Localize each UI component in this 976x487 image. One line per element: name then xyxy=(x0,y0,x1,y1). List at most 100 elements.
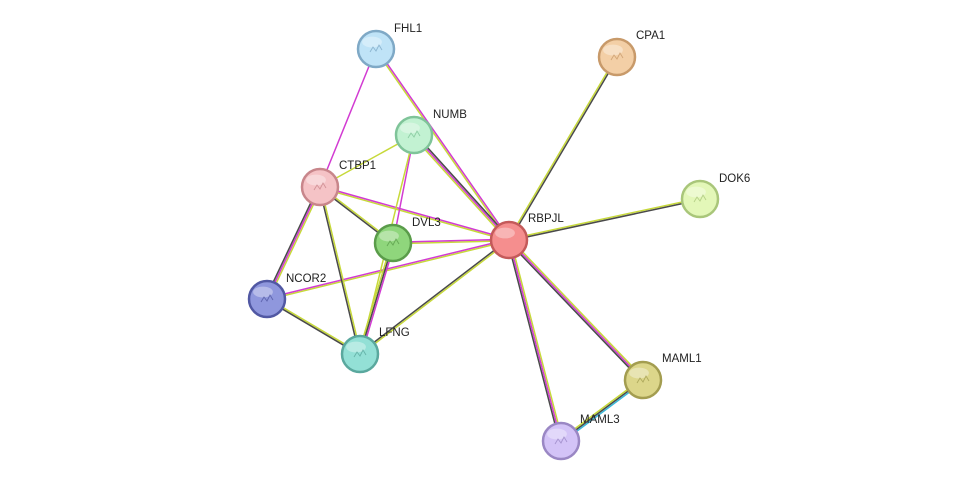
node-circle xyxy=(623,360,663,400)
node-sheen xyxy=(629,367,649,379)
edge-rbpjl-dvl3[interactable] xyxy=(392,238,510,245)
node-circle xyxy=(489,220,529,260)
node-label: DVL3 xyxy=(412,217,441,229)
edge-rbpjl-ctbp1[interactable] xyxy=(319,185,510,242)
protein-structure-icon xyxy=(407,130,421,139)
edge-strand xyxy=(412,135,509,242)
edge-strand xyxy=(509,238,564,442)
edge-strand xyxy=(508,239,644,381)
edge-strand xyxy=(392,238,510,243)
edge-strand xyxy=(357,241,393,355)
node-circle xyxy=(680,179,720,219)
edge-strand xyxy=(509,238,645,380)
edge-strand xyxy=(360,242,396,356)
node-label: FHL1 xyxy=(394,23,422,35)
node-circle xyxy=(300,167,340,207)
node-circle xyxy=(597,37,637,77)
node-circle xyxy=(356,29,396,69)
edge-strand xyxy=(319,185,510,240)
node-sheen xyxy=(400,122,420,134)
node-sheen xyxy=(603,44,623,56)
edge-strand xyxy=(508,199,701,242)
protein-structure-icon xyxy=(313,182,327,191)
edge-strand xyxy=(267,186,323,301)
node-numb[interactable]: NUMB xyxy=(394,109,467,155)
edge-rbpjl-fhl1[interactable] xyxy=(374,47,511,242)
protein-structure-icon xyxy=(260,294,274,303)
node-rbpjl[interactable]: RBPJL xyxy=(489,213,564,260)
edge-rbpjl-cpa1[interactable] xyxy=(507,55,619,242)
node-circle xyxy=(394,115,434,155)
edge-strand xyxy=(266,238,510,299)
node-ncor2[interactable]: NCOR2 xyxy=(247,273,326,319)
node-sheen xyxy=(495,227,515,239)
node-dvl3[interactable]: DVL3 xyxy=(373,217,441,263)
edge-strand xyxy=(508,197,701,240)
node-sheen xyxy=(547,428,567,440)
protein-structure-icon xyxy=(610,52,624,61)
node-dok6[interactable]: DOK6 xyxy=(680,173,750,219)
node-sheen xyxy=(306,174,326,186)
node-sheen xyxy=(362,36,382,48)
edge-strand xyxy=(359,239,511,356)
node-sheen xyxy=(379,230,399,242)
edge-strand xyxy=(508,239,562,442)
edge-strand xyxy=(319,48,377,188)
node-label: MAML1 xyxy=(662,353,702,365)
edge-rbpjl-maml1[interactable] xyxy=(507,238,645,382)
edge-strand xyxy=(319,187,510,242)
edge-strand xyxy=(266,240,510,301)
node-label: RBPJL xyxy=(528,213,564,225)
edge-strand xyxy=(506,239,561,443)
node-circle xyxy=(340,334,380,374)
node-maml1[interactable]: MAML1 xyxy=(623,353,702,400)
node-cpa1[interactable]: CPA1 xyxy=(597,30,665,77)
edge-strand xyxy=(318,186,360,355)
edge-strand xyxy=(266,186,321,300)
edge-rbpjl-maml3[interactable] xyxy=(506,238,564,443)
node-label: MAML3 xyxy=(580,414,620,426)
edge-fhl1-ctbp1[interactable] xyxy=(319,48,377,188)
edge-strand xyxy=(413,134,510,241)
edge-rbpjl-lfng[interactable] xyxy=(358,238,511,356)
node-label: CTBP1 xyxy=(339,160,376,172)
node-sheen xyxy=(686,186,706,198)
edge-strand xyxy=(508,56,619,242)
edge-strand xyxy=(375,47,511,241)
protein-structure-icon xyxy=(386,238,400,247)
edge-strand xyxy=(264,185,320,300)
edges-layer xyxy=(264,47,701,444)
edge-strand xyxy=(359,242,394,355)
edge-ctbp1-lfng[interactable] xyxy=(318,186,362,355)
node-circle xyxy=(247,279,287,319)
edge-rbpjl-numb[interactable] xyxy=(412,133,511,242)
edge-strand xyxy=(374,48,510,242)
node-lfng[interactable]: LFNG xyxy=(340,327,410,374)
node-maml3[interactable]: MAML3 xyxy=(541,414,620,461)
edge-ctbp1-ncor2[interactable] xyxy=(264,185,323,301)
edge-dvl3-lfng[interactable] xyxy=(357,241,396,356)
edge-rbpjl-ncor2[interactable] xyxy=(266,238,510,301)
node-label: LFNG xyxy=(379,327,410,339)
edge-strand xyxy=(507,55,618,241)
node-label: CPA1 xyxy=(636,30,665,42)
edge-strand xyxy=(392,240,510,245)
node-circle xyxy=(373,223,413,263)
node-sheen xyxy=(253,286,273,298)
node-ctbp1[interactable]: CTBP1 xyxy=(300,160,376,207)
node-label: DOK6 xyxy=(719,173,750,185)
protein-structure-icon xyxy=(693,194,707,203)
node-label: NCOR2 xyxy=(286,273,326,285)
protein-structure-icon xyxy=(369,44,383,53)
protein-structure-icon xyxy=(636,375,650,384)
node-fhl1[interactable]: FHL1 xyxy=(356,23,422,69)
edge-rbpjl-dok6[interactable] xyxy=(508,197,701,242)
edge-strand xyxy=(320,186,362,355)
protein-structure-icon xyxy=(554,436,568,445)
edge-strand xyxy=(414,133,511,240)
protein-structure-icon xyxy=(353,349,367,358)
edge-strand xyxy=(507,240,643,382)
